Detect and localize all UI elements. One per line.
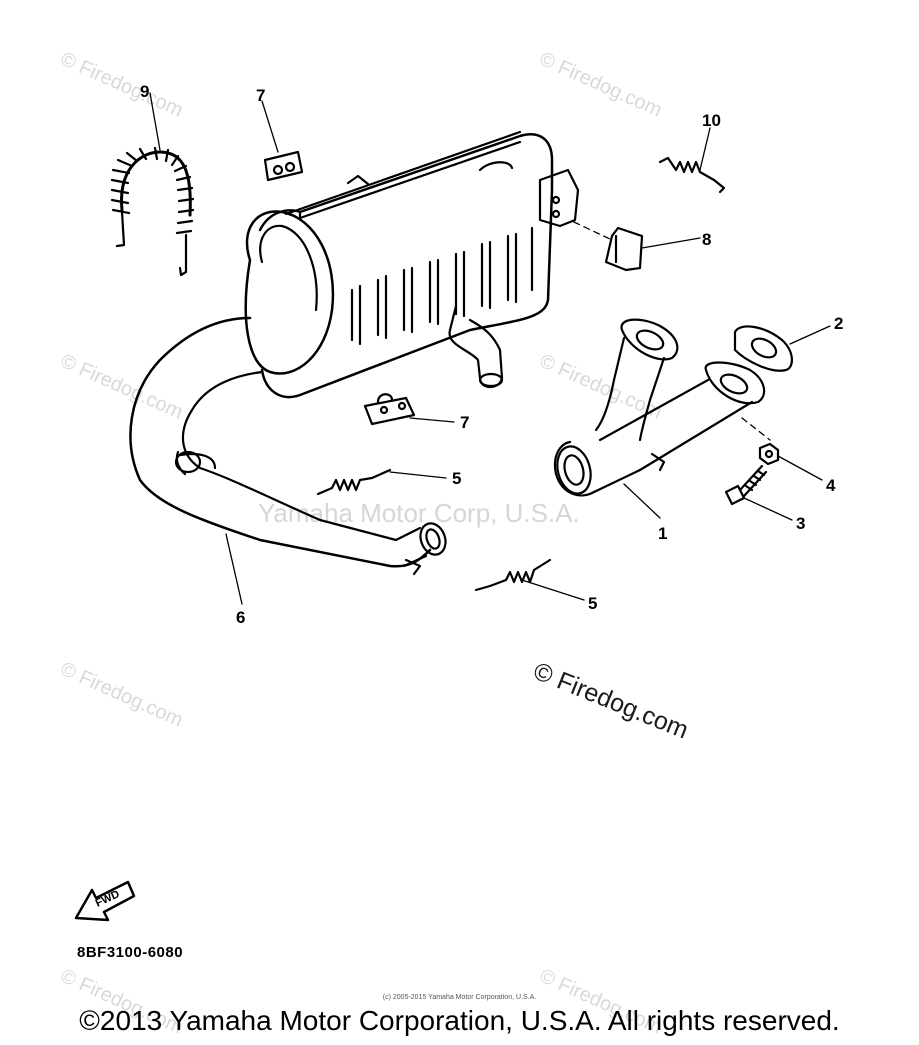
part-5-spring-upper — [316, 468, 447, 496]
callout-2: 2 — [834, 314, 844, 333]
footer-copyright: ©2013 Yamaha Motor Corporation, U.S.A. A… — [79, 1005, 840, 1036]
callout-6: 6 — [236, 608, 246, 627]
diagram-code: 8BF3100-6080 — [77, 944, 184, 961]
fwd-arrow-icon — [74, 880, 136, 922]
part-1-manifold — [553, 318, 766, 519]
callout-5: 5 — [452, 469, 462, 488]
callout-4: 4 — [826, 476, 836, 495]
part-2-gasket — [733, 325, 831, 372]
part-4-nut — [741, 417, 823, 481]
small-copyright: (c) 2005-2015 Yamaha Motor Corporation, … — [382, 994, 537, 1001]
callout-10: 10 — [702, 111, 721, 130]
part-muffler — [244, 130, 580, 426]
part-10-spring — [658, 127, 726, 194]
callout-9: 9 — [140, 82, 150, 101]
part-9-spring — [110, 92, 195, 277]
part-7-bracket-upper — [261, 100, 304, 182]
callout-5: 5 — [588, 594, 598, 613]
part-8-damper — [573, 221, 701, 272]
part-5-spring-lower — [474, 558, 585, 601]
center-watermark: Yamaha Motor Corp, U.S.A. — [258, 498, 580, 528]
callout-1: 1 — [658, 524, 668, 543]
callout-8: 8 — [702, 230, 712, 249]
callout-7: 7 — [256, 86, 266, 105]
part-3-bolt — [724, 464, 793, 521]
callout-3: 3 — [796, 514, 806, 533]
callout-7: 7 — [460, 413, 470, 432]
part-6-pipe — [129, 316, 447, 576]
